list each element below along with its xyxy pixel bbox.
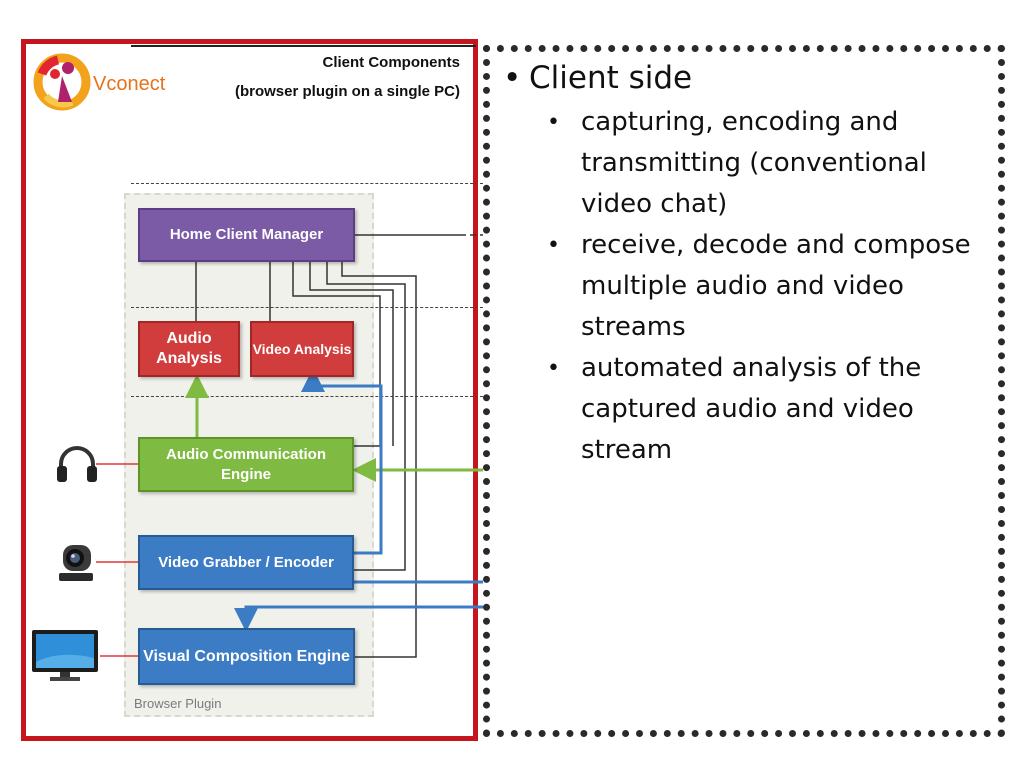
browser-plugin-label: Browser Plugin	[134, 696, 222, 711]
bullet-main: Client side	[495, 58, 983, 98]
link-line	[301, 368, 383, 555]
header-divider	[131, 45, 476, 47]
bullet-item: receive, decode and compose multiple aud…	[495, 225, 983, 348]
client-components-frame	[21, 39, 478, 741]
diagram-subtitle: (browser plugin on a single PC)	[234, 83, 460, 100]
audio-communication-engine-block: Audio Communication Engine	[138, 437, 354, 492]
camera-icon	[59, 545, 93, 581]
diagram-title: Client Components	[322, 54, 461, 71]
layer-divider	[131, 396, 483, 397]
bullet-list: Client side capturing, encoding and tran…	[495, 58, 983, 471]
link-line	[326, 262, 406, 571]
notes-frame	[483, 45, 1005, 737]
vconect-logo-icon	[33, 53, 91, 111]
link-line	[309, 262, 394, 446]
link-line	[292, 262, 381, 447]
audio-analysis-block: Audio Analysis	[138, 321, 240, 377]
headphones-icon	[57, 446, 97, 482]
visual-composition-engine-block: Visual Composition Engine	[138, 628, 355, 685]
layer-divider	[131, 307, 483, 308]
bullet-item: automated analysis of the captured audio…	[495, 348, 983, 471]
bullet-item: capturing, encoding and transmitting (co…	[495, 102, 983, 225]
brand-name: Vconect	[93, 73, 166, 95]
layer-divider	[131, 183, 483, 184]
video-analysis-block: Video Analysis	[250, 321, 354, 377]
video-grabber-encoder-block: Video Grabber / Encoder	[138, 535, 354, 590]
monitor-icon	[32, 630, 98, 681]
home-client-manager-block: Home Client Manager	[138, 208, 355, 262]
link-line	[341, 262, 417, 658]
link-line	[234, 605, 483, 632]
